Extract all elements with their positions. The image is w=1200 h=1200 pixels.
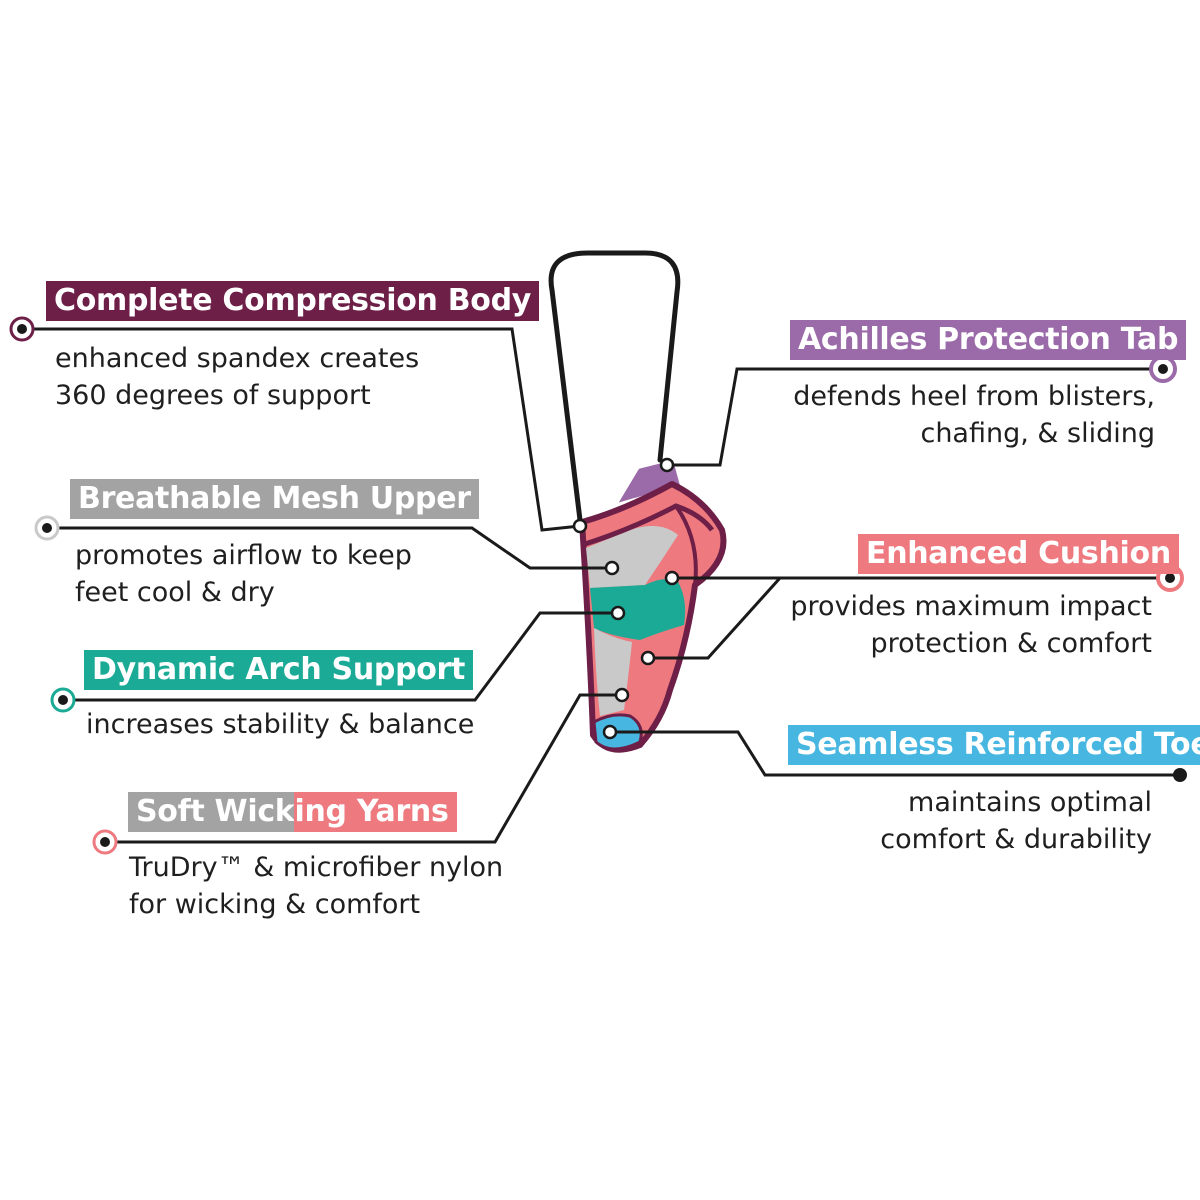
wicking-title-part-gray: Soft Wick — [128, 792, 295, 832]
compression-desc-line-2: 360 degrees of support — [55, 380, 371, 411]
mesh-marker — [34, 515, 60, 541]
toe-point — [602, 724, 618, 740]
achilles-desc-line-2: chafing, & sliding — [920, 418, 1155, 449]
toe-leader — [610, 730, 1180, 777]
toe-title: Seamless Reinforced Toe — [788, 725, 1200, 765]
toe-marker — [1173, 768, 1187, 782]
achilles-description: defends heel from blisters, chafing, & s… — [793, 378, 1155, 452]
achilles-point — [659, 457, 675, 473]
leg-outline — [548, 250, 681, 523]
compression-description: enhanced spandex creates 360 degrees of … — [55, 340, 419, 414]
wicking-description: TruDry™ & microfiber nylon for wicking &… — [129, 849, 503, 923]
arch-marker — [50, 687, 76, 713]
toe-description: maintains optimal comfort & durability — [880, 784, 1152, 858]
cushion-desc-line-1: provides maximum impact — [790, 591, 1152, 622]
wicking-title-part-pink: ing Yarns — [294, 792, 457, 832]
mesh-leader — [47, 526, 612, 570]
wicking-marker — [92, 829, 118, 855]
wicking-desc-line-2: for wicking & comfort — [129, 889, 421, 920]
achilles-title: Achilles Protection Tab — [790, 320, 1187, 360]
arch-leader — [63, 611, 618, 702]
cushion-point-sole — [640, 650, 656, 666]
mesh-title: Breathable Mesh Upper — [70, 479, 479, 519]
heel-seam — [674, 504, 698, 586]
wicking-leader — [105, 693, 622, 844]
arch-region — [590, 579, 686, 640]
arch-point — [610, 605, 626, 621]
arch-description: increases stability & balance — [86, 706, 474, 743]
toe-desc-line-1: maintains optimal — [908, 787, 1152, 818]
toe-desc-line-2: comfort & durability — [880, 824, 1152, 855]
compression-marker — [9, 316, 35, 342]
mesh-description: promotes airflow to keep feet cool & dry — [75, 537, 412, 611]
mesh-point — [604, 560, 620, 576]
arch-desc-line-1: increases stability & balance — [86, 709, 475, 740]
wicking-title: Soft Wick ing Yarns — [128, 792, 457, 832]
compression-point — [572, 518, 588, 534]
mesh-desc-line-1: promotes airflow to keep — [75, 540, 412, 571]
compression-desc-line-1: enhanced spandex creates — [55, 343, 420, 374]
compression-leader — [22, 327, 581, 532]
cushion-desc-line-2: protection & comfort — [870, 628, 1152, 659]
cushion-point-heel — [664, 570, 680, 586]
wicking-desc-line-1: TruDry™ & microfiber nylon — [129, 852, 504, 883]
compression-title: Complete Compression Body — [46, 281, 540, 321]
achilles-desc-line-1: defends heel from blisters, — [793, 381, 1155, 412]
cushion-leader-2 — [648, 576, 782, 660]
arch-title: Dynamic Arch Support — [84, 650, 474, 690]
wicking-point — [614, 687, 630, 703]
achilles-leader — [667, 367, 1163, 467]
cuff-line — [581, 503, 714, 548]
cushion-title: Enhanced Cushion — [858, 534, 1179, 574]
cushion-description: provides maximum impact protection & com… — [790, 588, 1152, 662]
mesh-desc-line-2: feet cool & dry — [75, 577, 275, 608]
